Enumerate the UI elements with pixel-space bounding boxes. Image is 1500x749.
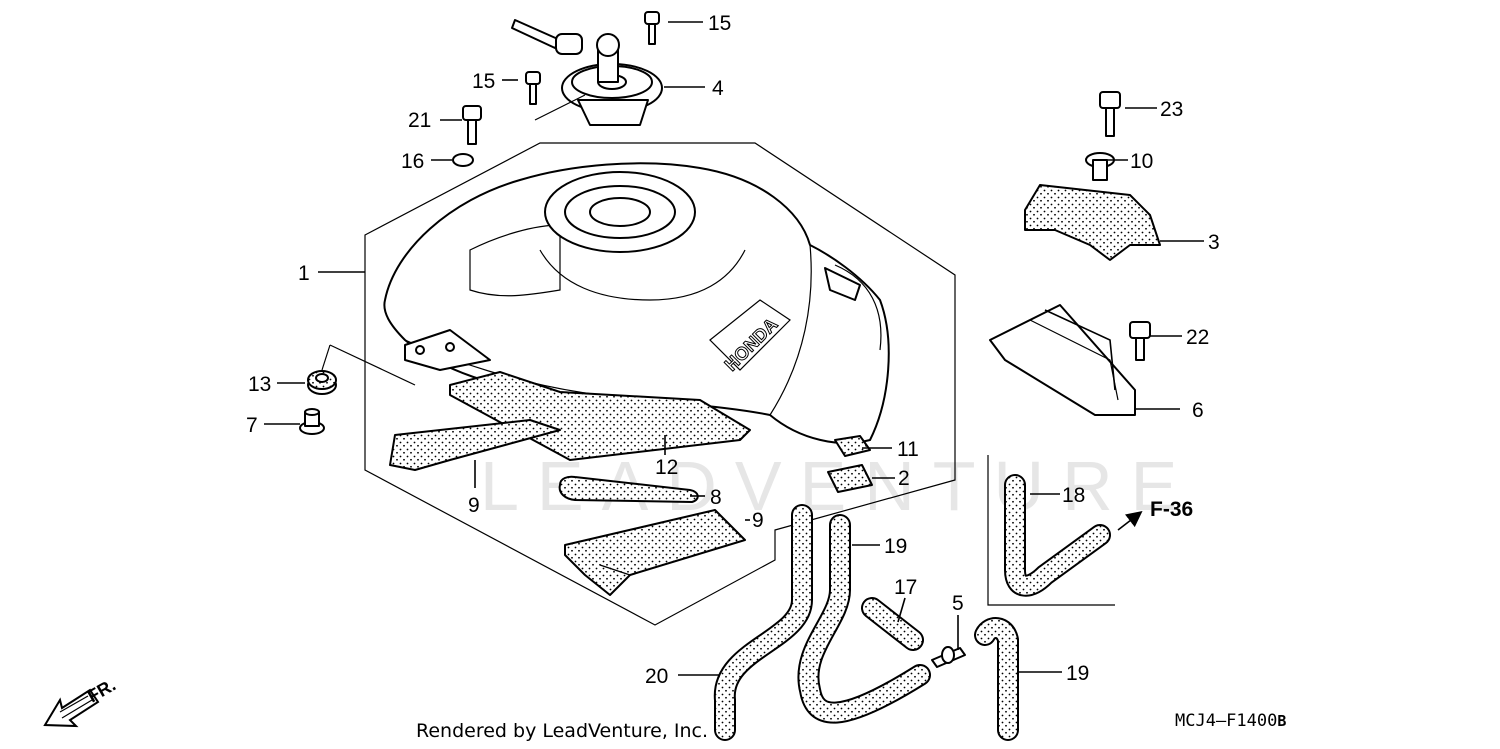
part-7-collar <box>299 408 325 435</box>
callout-9-left: 9 <box>468 494 480 517</box>
bracket-6 <box>989 304 1136 416</box>
callout-4: 4 <box>712 77 724 100</box>
bolt-15-mid <box>525 71 541 105</box>
bracket-3 <box>1024 184 1161 261</box>
callout-3: 3 <box>1208 231 1220 254</box>
callout-16: 16 <box>401 150 424 173</box>
pad-12 <box>449 371 751 461</box>
callout-23: 23 <box>1160 98 1183 121</box>
callout-8: 8 <box>710 486 722 509</box>
callout-11: 11 <box>897 438 919 461</box>
callout-1: 1 <box>298 262 310 285</box>
credit-text: Rendered by LeadVenture, Inc. <box>416 720 708 742</box>
fitting-5 <box>931 646 966 668</box>
bolt-22 <box>1129 321 1151 361</box>
callout-19-left: 19 <box>884 535 907 558</box>
callout-15-mid: 15 <box>472 70 495 93</box>
part-2-rubber <box>827 464 873 493</box>
pad-9-left <box>389 419 561 471</box>
hose-18 <box>1006 476 1109 595</box>
part-13-grommet <box>307 370 337 395</box>
fr-arrow-icon <box>43 688 100 728</box>
callout-6: 6 <box>1192 399 1204 422</box>
callout-5: 5 <box>952 592 964 615</box>
grommet-link-line-2 <box>321 344 331 371</box>
pad-9-bottom <box>564 509 746 596</box>
callout-18: 18 <box>1062 484 1085 507</box>
callout-numbers: 15 4 15 21 16 1 13 7 12 9 8 9 11 2 23 10… <box>246 12 1220 688</box>
callout-12: 12 <box>655 456 678 479</box>
callout-15-top: 15 <box>708 12 731 35</box>
hose-20 <box>715 506 811 739</box>
callout-21: 21 <box>408 109 431 132</box>
pad-9-bottom-edge <box>599 564 631 576</box>
hose-17 <box>863 599 922 649</box>
diagram-code: MCJ4—F1400B <box>1175 711 1286 731</box>
bolt-21 <box>462 105 482 145</box>
leader-lines <box>264 21 1204 676</box>
reference-arrow <box>1117 511 1143 531</box>
callout-17: 17 <box>894 576 917 599</box>
callout-10: 10 <box>1130 150 1153 173</box>
callout-20: 20 <box>645 665 668 688</box>
bracket-6-wire <box>1044 309 1116 391</box>
callout-22: 22 <box>1186 326 1209 349</box>
reference-label: F-36 <box>1150 498 1193 521</box>
grommet-link-line <box>329 344 416 386</box>
washer-16 <box>452 153 474 167</box>
part-11-rubber <box>834 435 871 457</box>
hose-19-left <box>799 516 929 722</box>
callout-2: 2 <box>898 467 910 490</box>
callout-7: 7 <box>246 414 258 437</box>
bolt-15-top <box>644 11 660 45</box>
fuel-cap-assembly <box>511 19 663 126</box>
fuel-tank: HONDA <box>383 162 890 444</box>
cap-link-line <box>534 94 586 121</box>
assembly-outline <box>364 142 956 626</box>
callout-13: 13 <box>248 373 271 396</box>
hose-19-right <box>976 619 1017 739</box>
callout-19-right: 19 <box>1066 662 1089 685</box>
collar-10 <box>1085 152 1115 181</box>
bolt-23 <box>1099 91 1121 137</box>
callout-9-bottom: 9 <box>752 509 764 532</box>
inset-frame <box>987 455 1115 606</box>
